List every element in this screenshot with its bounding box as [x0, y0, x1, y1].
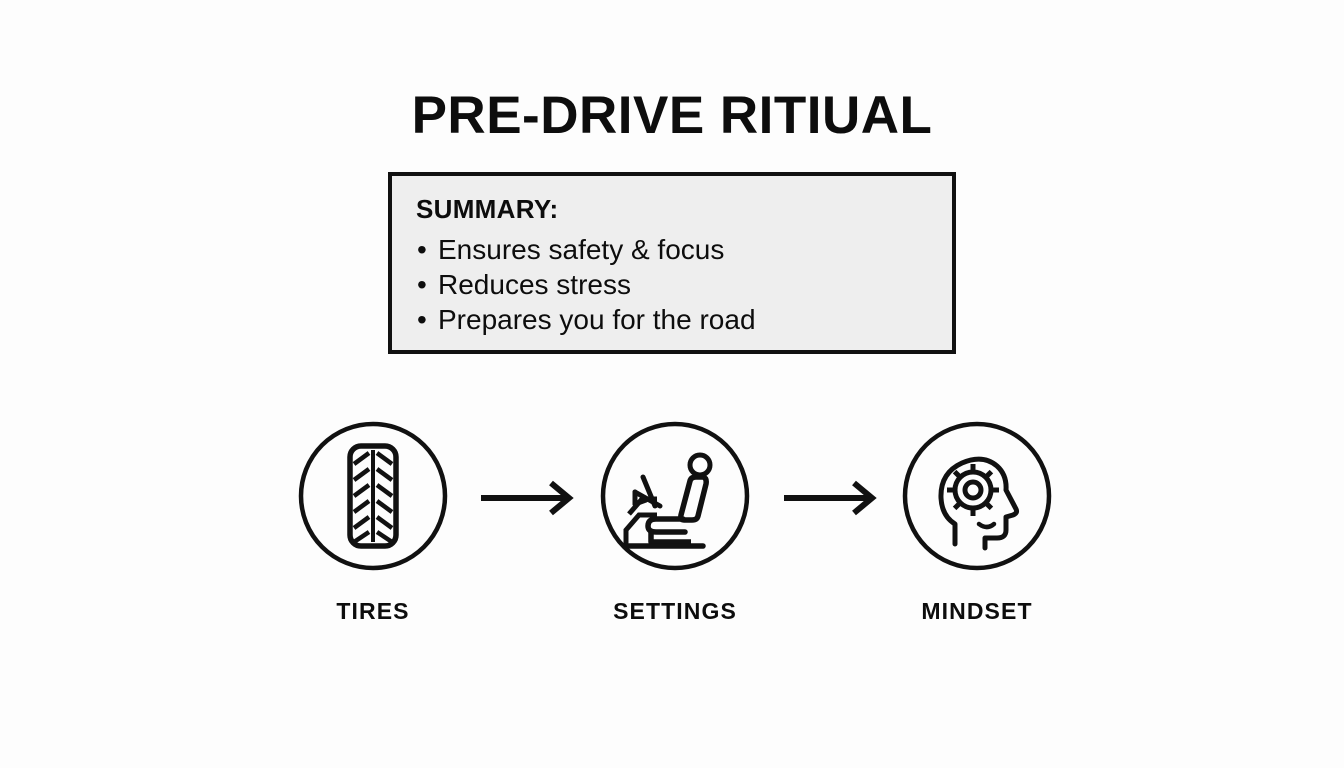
process-flow: TIRES: [0, 420, 1344, 650]
arrow-right-icon: [481, 480, 574, 516]
flow-step-label-mindset: MINDSET: [921, 598, 1033, 624]
arrow-right-icon: [784, 480, 877, 516]
summary-bullet-text: Ensures safety & focus: [438, 234, 725, 265]
summary-bullet-item: • Prepares you for the road: [416, 302, 942, 337]
head-gear-icon-circle: [901, 420, 1053, 572]
bullet-point-icon: •: [417, 304, 427, 335]
flow-step-mindset: MINDSET: [887, 420, 1067, 650]
flow-arrow-tires-to-settings: [477, 478, 587, 518]
bullet-point-icon: •: [417, 269, 427, 300]
tire-icon: [298, 421, 448, 571]
summary-bullet-item: • Ensures safety & focus: [416, 232, 942, 267]
summary-heading: SUMMARY:: [416, 194, 559, 224]
head-gear-icon: [902, 421, 1052, 571]
car-seat-icon: [600, 421, 750, 571]
summary-bullet-text: Reduces stress: [438, 269, 631, 300]
page-title: PRE-DRIVE RITIUAL: [411, 86, 933, 145]
summary-bullet-item: • Reduces stress: [416, 267, 942, 302]
summary-bullet-list: • Ensures safety & focus • Reduces stres…: [416, 232, 942, 337]
bullet-point-icon: •: [417, 234, 427, 265]
flow-arrow-settings-to-mindset: [780, 478, 890, 518]
car-seat-icon-circle: [599, 420, 751, 572]
summary-bullet-text: Prepares you for the road: [438, 304, 756, 335]
flow-step-label-settings: SETTINGS: [613, 598, 737, 624]
tire-icon-circle: [297, 420, 449, 572]
summary-box: SUMMARY: • Ensures safety & focus • Redu…: [388, 172, 956, 354]
flow-step-settings: SETTINGS: [585, 420, 765, 650]
flow-step-label-tires: TIRES: [336, 598, 410, 624]
flow-step-tires: TIRES: [283, 420, 463, 650]
